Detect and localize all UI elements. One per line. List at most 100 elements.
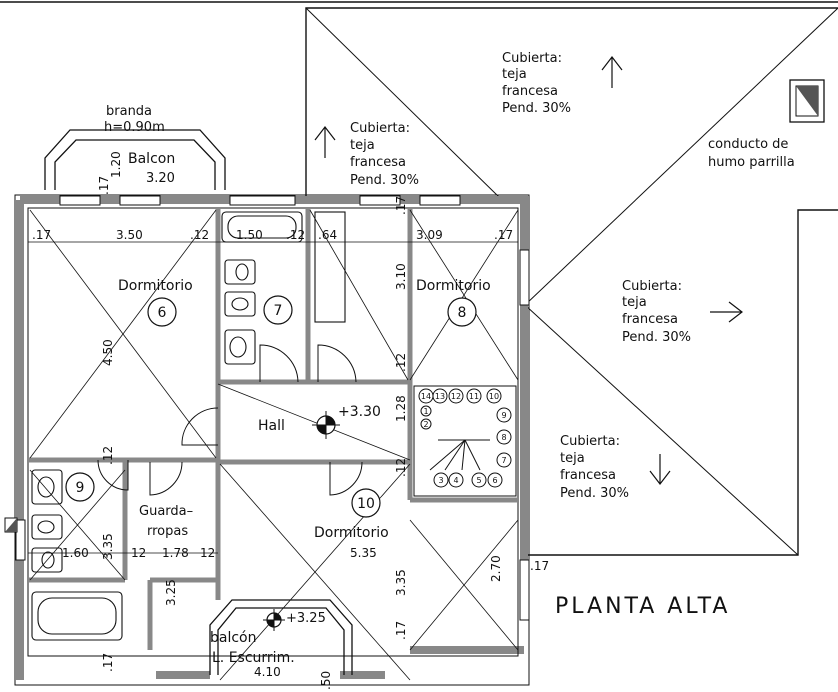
dim-label: 3.25 [164, 579, 178, 606]
dim-label: .12 [101, 446, 115, 465]
dim-label: 3.09 [416, 228, 443, 242]
dim-label: .17 [494, 228, 513, 242]
dim-label: 5.35 [350, 546, 377, 560]
stair-step: 12 [451, 392, 461, 401]
windows [15, 195, 530, 621]
dim-label: 1.78 [162, 546, 189, 560]
roof-label: teja [560, 451, 585, 466]
roof-label: francesa [560, 468, 616, 483]
room-name-dormitorio-6: Dormitorio [118, 278, 193, 294]
room-number-circles [65, 295, 477, 518]
stair-step: 5 [476, 476, 481, 485]
roof-label: Cubierta: [502, 51, 562, 66]
dim-label: 2.70 [489, 555, 503, 582]
room-name-dormitorio-8: Dormitorio [416, 278, 491, 294]
roof-hip-lines [305, 7, 838, 556]
branda-height-label: h=0.90m [104, 120, 165, 135]
dim-label: .12 [394, 458, 408, 477]
dim-label: .12 [394, 353, 408, 372]
dim-label: .17 [32, 228, 51, 242]
doors [97, 344, 363, 496]
stair-step: 10 [489, 392, 499, 401]
balcony-top-outline [44, 129, 226, 190]
stair-step: 3 [438, 476, 443, 485]
stair-step: 6 [492, 476, 497, 485]
level-hall-label: +3.30 [338, 404, 381, 420]
stair-step: 4 [453, 476, 458, 485]
roof-slope-arrows [314, 56, 743, 485]
room-number-9: 9 [76, 480, 85, 496]
dim-label: .17 [394, 196, 408, 215]
roof-label: francesa [502, 84, 558, 99]
roof-label: Pend. 30% [560, 486, 629, 501]
guardarropas-label-2: rropas [147, 524, 188, 539]
room-number-10: 10 [357, 496, 375, 512]
roof-label: Cubierta: [560, 434, 620, 449]
stair-step: 13 [435, 392, 445, 401]
dim-label: .50 [319, 671, 333, 690]
level-marker-icon [312, 411, 340, 439]
exterior-walls [16, 196, 528, 680]
bathroom-fixtures [31, 211, 346, 641]
stair-step: 8 [501, 433, 506, 442]
stair-step: 11 [469, 392, 479, 401]
chimney-label-1: conducto de [708, 137, 788, 152]
chimney-label-2: humo parrilla [708, 155, 795, 170]
roof-label: francesa [350, 155, 406, 170]
roof-label: Cubierta: [622, 279, 682, 294]
dim-label: .17 [97, 176, 111, 195]
dim-label: 1.28 [394, 395, 408, 422]
staircase [413, 385, 517, 497]
stair-step: 14 [421, 392, 431, 401]
level-balcon-label: +3.25 [286, 611, 326, 626]
dim-label: 3.35 [394, 569, 408, 596]
roof-label: Cubierta: [350, 121, 410, 136]
dim-label: 4.50 [101, 339, 115, 366]
dim-label: 1.60 [62, 546, 89, 560]
stair-step: 7 [501, 456, 506, 465]
dim-label: .17 [394, 621, 408, 640]
roof-label: teja [622, 295, 647, 310]
room-number-6: 6 [158, 305, 167, 321]
room-number-7: 7 [274, 303, 283, 319]
dim-label: .64 [318, 228, 337, 242]
dim-label: 1.20 [109, 151, 123, 178]
window-symbol-icon [5, 518, 17, 532]
dim-label: .12 [286, 228, 305, 242]
roof-label: francesa [622, 312, 678, 327]
dim-label: 3.50 [116, 228, 143, 242]
escurrim-label: L. Escurrim. [212, 650, 295, 666]
chimney [789, 79, 825, 123]
stair-step: 2 [423, 420, 428, 429]
hall-label: Hall [258, 418, 285, 434]
dim-label: .17 [101, 653, 115, 672]
roof-label: teja [502, 67, 527, 82]
guardarropas-label-1: Guarda– [139, 504, 193, 519]
dim-label: 3.35 [101, 533, 115, 560]
room-name-dormitorio-10: Dormitorio [314, 525, 389, 541]
roof-label: Pend. 30% [622, 330, 691, 345]
roof-label: Pend. 30% [350, 173, 419, 188]
dim-label: 12 [131, 546, 146, 560]
stair-step: 9 [501, 411, 506, 420]
balcon-width-label: 3.20 [146, 171, 175, 186]
dim-label: 1.50 [236, 228, 263, 242]
balcon-bottom-label: balcón [210, 630, 257, 646]
interior-walls [28, 208, 518, 650]
branda-label: branda [106, 104, 152, 119]
stair-step-numbers [418, 388, 512, 488]
stair-step: 1 [423, 407, 428, 416]
drawing-title: PLANTA ALTA [555, 594, 730, 619]
roof-label: Pend. 30% [502, 101, 571, 116]
balcon-label: Balcon [128, 151, 175, 167]
dim-label: .12 [190, 228, 209, 242]
balcony-bottom-outline [209, 599, 353, 675]
dim-label: 12 [200, 546, 215, 560]
level-marker-icon [263, 609, 285, 631]
dim-label: 4.10 [254, 665, 281, 679]
dim-label: 3.10 [394, 263, 408, 290]
roof-label: teja [350, 138, 375, 153]
exterior-wall-edges [14, 194, 530, 686]
dim-label: .17 [530, 559, 549, 573]
